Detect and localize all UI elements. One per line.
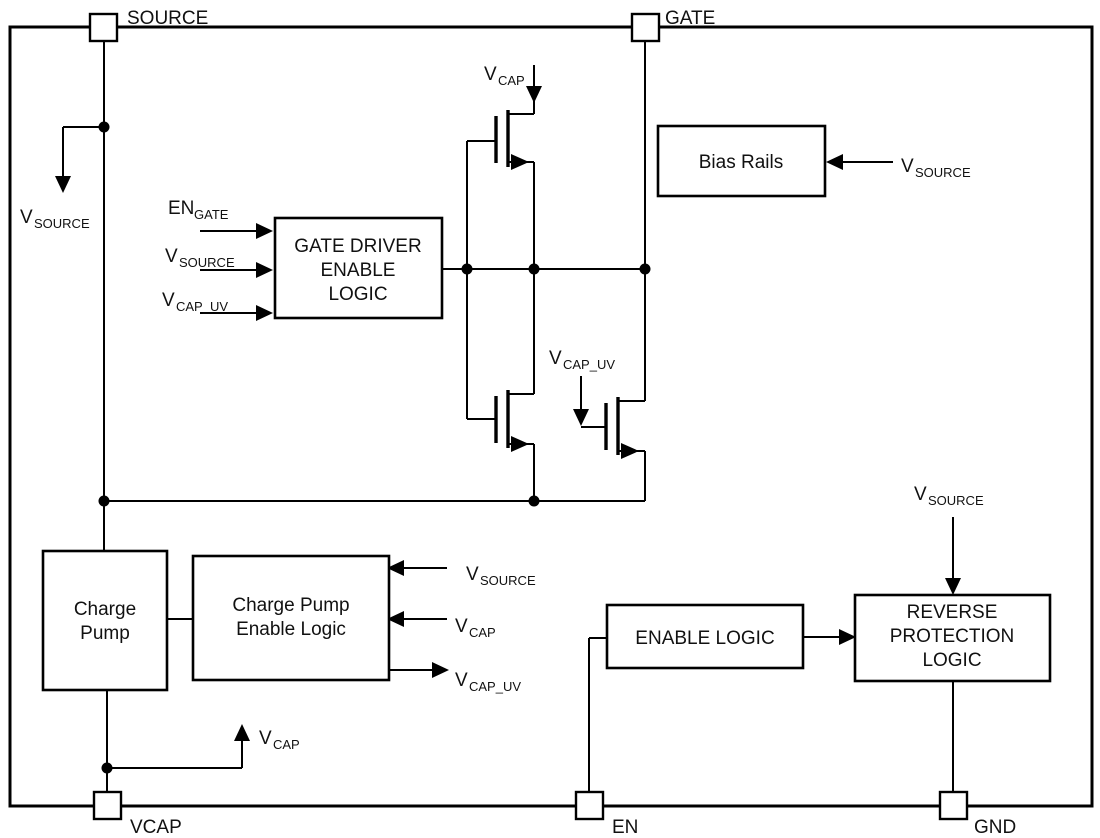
pin-gate-label: GATE: [665, 8, 715, 29]
label-vcap-cpel: V: [455, 616, 468, 637]
label-vsource-rpl-sub: SOURCE: [928, 493, 984, 508]
mosfet-top: [494, 110, 529, 170]
label-vsource-topleft-sub: SOURCE: [34, 216, 90, 231]
junction-dot: [101, 762, 113, 774]
block-bias-rails-box: [656, 124, 827, 198]
arrowhead-vcap-cpel-left: [387, 611, 404, 627]
block-charge-pump-box: [41, 549, 169, 692]
label-vcapuv-gdel: V: [162, 290, 175, 311]
block-charge-pump-enable-logic-line2: Enable Logic: [236, 619, 346, 640]
arrowhead-vsource-rpl-down: [945, 578, 961, 595]
label-vcap-top: V: [484, 64, 497, 85]
block-charge-pump-enable-logic-box: [191, 554, 391, 682]
label-vsource-cpel: V: [466, 564, 479, 585]
pin-source-label: SOURCE: [127, 8, 208, 29]
block-charge-pump-line2: Pump: [80, 623, 130, 644]
pin-vcap-label: VCAP: [130, 817, 182, 838]
label-vcapuv-m3-sub: CAP_UV: [563, 357, 615, 372]
block-gate-driver-enable-logic-line1: GATE DRIVER: [294, 236, 421, 257]
pin-en-label: EN: [612, 817, 638, 838]
pin-gnd: GND: [938, 790, 1016, 838]
block-gate-driver-enable-logic: GATE DRIVER ENABLE LOGIC: [273, 216, 444, 320]
m2-source-arrow: [511, 436, 529, 452]
label-vsource-rpl: V: [914, 484, 927, 505]
mosfet-bottom-left: [494, 390, 529, 452]
label-vsource-gdel-sub: SOURCE: [179, 255, 235, 270]
block-enable-logic-box: [605, 603, 805, 670]
junction-dot: [98, 495, 110, 507]
label-engate: EN: [168, 198, 194, 219]
arrowhead-el-rpl-right: [839, 629, 856, 645]
pin-gnd-square: [938, 790, 969, 821]
pin-gnd-label: GND: [974, 817, 1016, 838]
pin-gate-square: [630, 12, 661, 43]
label-vsource-bias: V: [901, 156, 914, 177]
junction-dot: [461, 263, 473, 275]
label-vcap-bottom: V: [259, 728, 272, 749]
label-vcap-cpel-sub: CAP: [469, 625, 496, 640]
label-vcapuv-out-sub: CAP_UV: [469, 679, 521, 694]
arrowheads: [55, 86, 961, 741]
pin-source-square: [88, 12, 119, 43]
arrowhead-vcapuv-out-right: [432, 662, 449, 678]
label-engate-sub: GATE: [194, 207, 229, 222]
block-charge-pump-enable-logic: Charge Pump Enable Logic: [191, 554, 391, 682]
arrowhead-vcapuv-gdel-right: [256, 305, 273, 321]
pin-source: SOURCE: [88, 8, 208, 43]
m3-source-arrow: [621, 443, 639, 459]
label-vcapuv-m3: V: [549, 348, 562, 369]
block-gate-driver-enable-logic-line2: ENABLE: [321, 260, 396, 281]
arrowhead-vcap-top-down: [526, 86, 542, 103]
label-vcapuv-gdel-sub: CAP_UV: [176, 299, 228, 314]
pin-gate: GATE: [630, 8, 715, 43]
block-charge-pump-line1: Charge: [74, 599, 136, 620]
arrowhead-vcap-bottom-up: [234, 724, 250, 741]
block-enable-logic-line1: ENABLE LOGIC: [635, 628, 774, 649]
arrowhead-vsource-cpel-left: [387, 560, 404, 576]
junction-dot: [528, 495, 540, 507]
arrowhead-vsource-topleft-down: [55, 176, 71, 193]
block-bias-rails: Bias Rails: [656, 124, 827, 198]
signal-labels: V SOURCE EN GATE V SOURCE V CAP_UV V CAP…: [20, 64, 984, 752]
chip-boundary: [8, 25, 1094, 808]
mosfet-bottom-right: [604, 397, 639, 459]
junction-dot: [639, 263, 651, 275]
block-enable-logic: ENABLE LOGIC: [605, 603, 805, 670]
label-vsource-topleft: V: [20, 207, 33, 228]
block-gate-driver-enable-logic-line3: LOGIC: [328, 284, 387, 305]
block-bias-rails-line1: Bias Rails: [699, 152, 783, 173]
pin-vcap-square: [92, 790, 123, 821]
m1-source-arrow: [511, 154, 529, 170]
arrowhead-vsource-bias-left: [826, 154, 843, 170]
arrowhead-engate-right: [256, 223, 273, 239]
junction-dot: [98, 121, 110, 133]
label-vcap-top-sub: CAP: [498, 73, 525, 88]
label-vcap-bottom-sub: CAP: [273, 737, 300, 752]
pin-vcap: VCAP: [92, 790, 182, 838]
block-reverse-protection-logic: REVERSE PROTECTION LOGIC: [853, 593, 1052, 683]
arrowhead-vcapuv-m3-down: [573, 409, 589, 426]
label-vsource-cpel-sub: SOURCE: [480, 573, 536, 588]
block-charge-pump: Charge Pump: [41, 549, 169, 692]
block-reverse-protection-logic-line2: PROTECTION: [890, 626, 1015, 647]
block-reverse-protection-logic-box: [853, 593, 1052, 683]
label-vcapuv-out: V: [455, 670, 468, 691]
junction-dot: [528, 263, 540, 275]
block-charge-pump-enable-logic-line1: Charge Pump: [232, 595, 349, 616]
pin-en: EN: [574, 790, 638, 838]
junction-dots: [98, 121, 651, 774]
label-vsource-gdel: V: [165, 246, 178, 267]
block-reverse-protection-logic-line3: LOGIC: [922, 650, 981, 671]
label-vsource-bias-sub: SOURCE: [915, 165, 971, 180]
arrowhead-vsource-gdel-right: [256, 262, 273, 278]
pin-en-square: [574, 790, 605, 821]
block-reverse-protection-logic-line1: REVERSE: [907, 602, 998, 623]
block-gate-driver-enable-logic-box: [273, 216, 444, 320]
